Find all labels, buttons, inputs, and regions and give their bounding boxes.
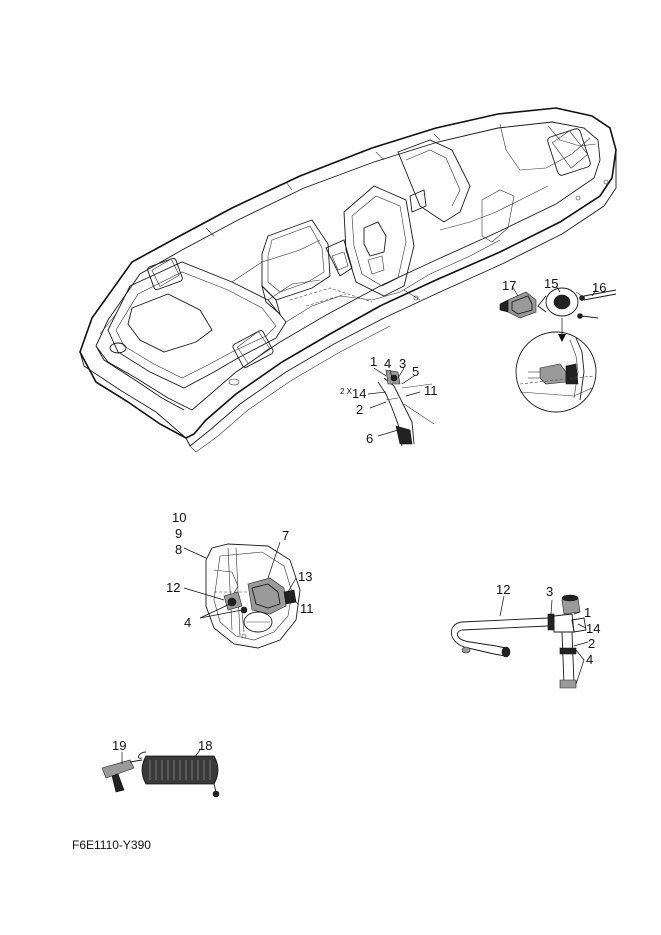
callout-pump-13: 13: [298, 569, 312, 584]
callout-hose-12: 12: [496, 582, 510, 597]
hose-assembly: [451, 594, 589, 689]
callout-boat-14: 14: [352, 386, 366, 401]
callout-pump-11: 11: [300, 601, 314, 616]
plug-detail-circle: [515, 331, 597, 413]
callout-plug-17: 17: [502, 278, 516, 293]
callout-coil-19: 19: [112, 738, 126, 753]
callout-pump-12: 12: [166, 580, 180, 595]
callout-boat-1: 1: [370, 354, 377, 369]
callout-plug-16: 16: [592, 280, 606, 295]
callout-boat-5: 5: [412, 364, 419, 379]
coil-hose-assembly: [101, 749, 220, 798]
diagram-code: F6E1110-Y390: [72, 838, 151, 852]
callout-boat-3: 3: [399, 356, 406, 371]
callout-coil-18: 18: [198, 738, 212, 753]
callout-boat-4: 4: [384, 356, 391, 371]
callout-pump-10: 10: [172, 510, 186, 525]
bilge-fitting-detail: [367, 367, 435, 447]
callout-hose-14: 14: [586, 621, 600, 636]
callout-pump-9: 9: [175, 526, 182, 541]
callout-pump-8: 8: [175, 542, 182, 557]
callout-boat-2: 2: [356, 402, 363, 417]
pump-detail: [183, 541, 301, 649]
drain-plug-assembly: [499, 285, 617, 342]
boat-hull-drawing: [79, 107, 617, 453]
callout-hose-4: 4: [586, 652, 593, 667]
callout-hose-1: 1: [584, 605, 591, 620]
callout-hose-3: 3: [546, 584, 553, 599]
callout-boat-6: 6: [366, 431, 373, 446]
callout-plug-15: 15: [544, 276, 558, 291]
callout-pump-4: 4: [184, 615, 191, 630]
callout-pump-7: 7: [282, 528, 289, 543]
callout-boat-2x: 2 X: [340, 387, 353, 396]
callout-hose-2: 2: [588, 636, 595, 651]
callout-boat-11: 11: [424, 383, 438, 398]
